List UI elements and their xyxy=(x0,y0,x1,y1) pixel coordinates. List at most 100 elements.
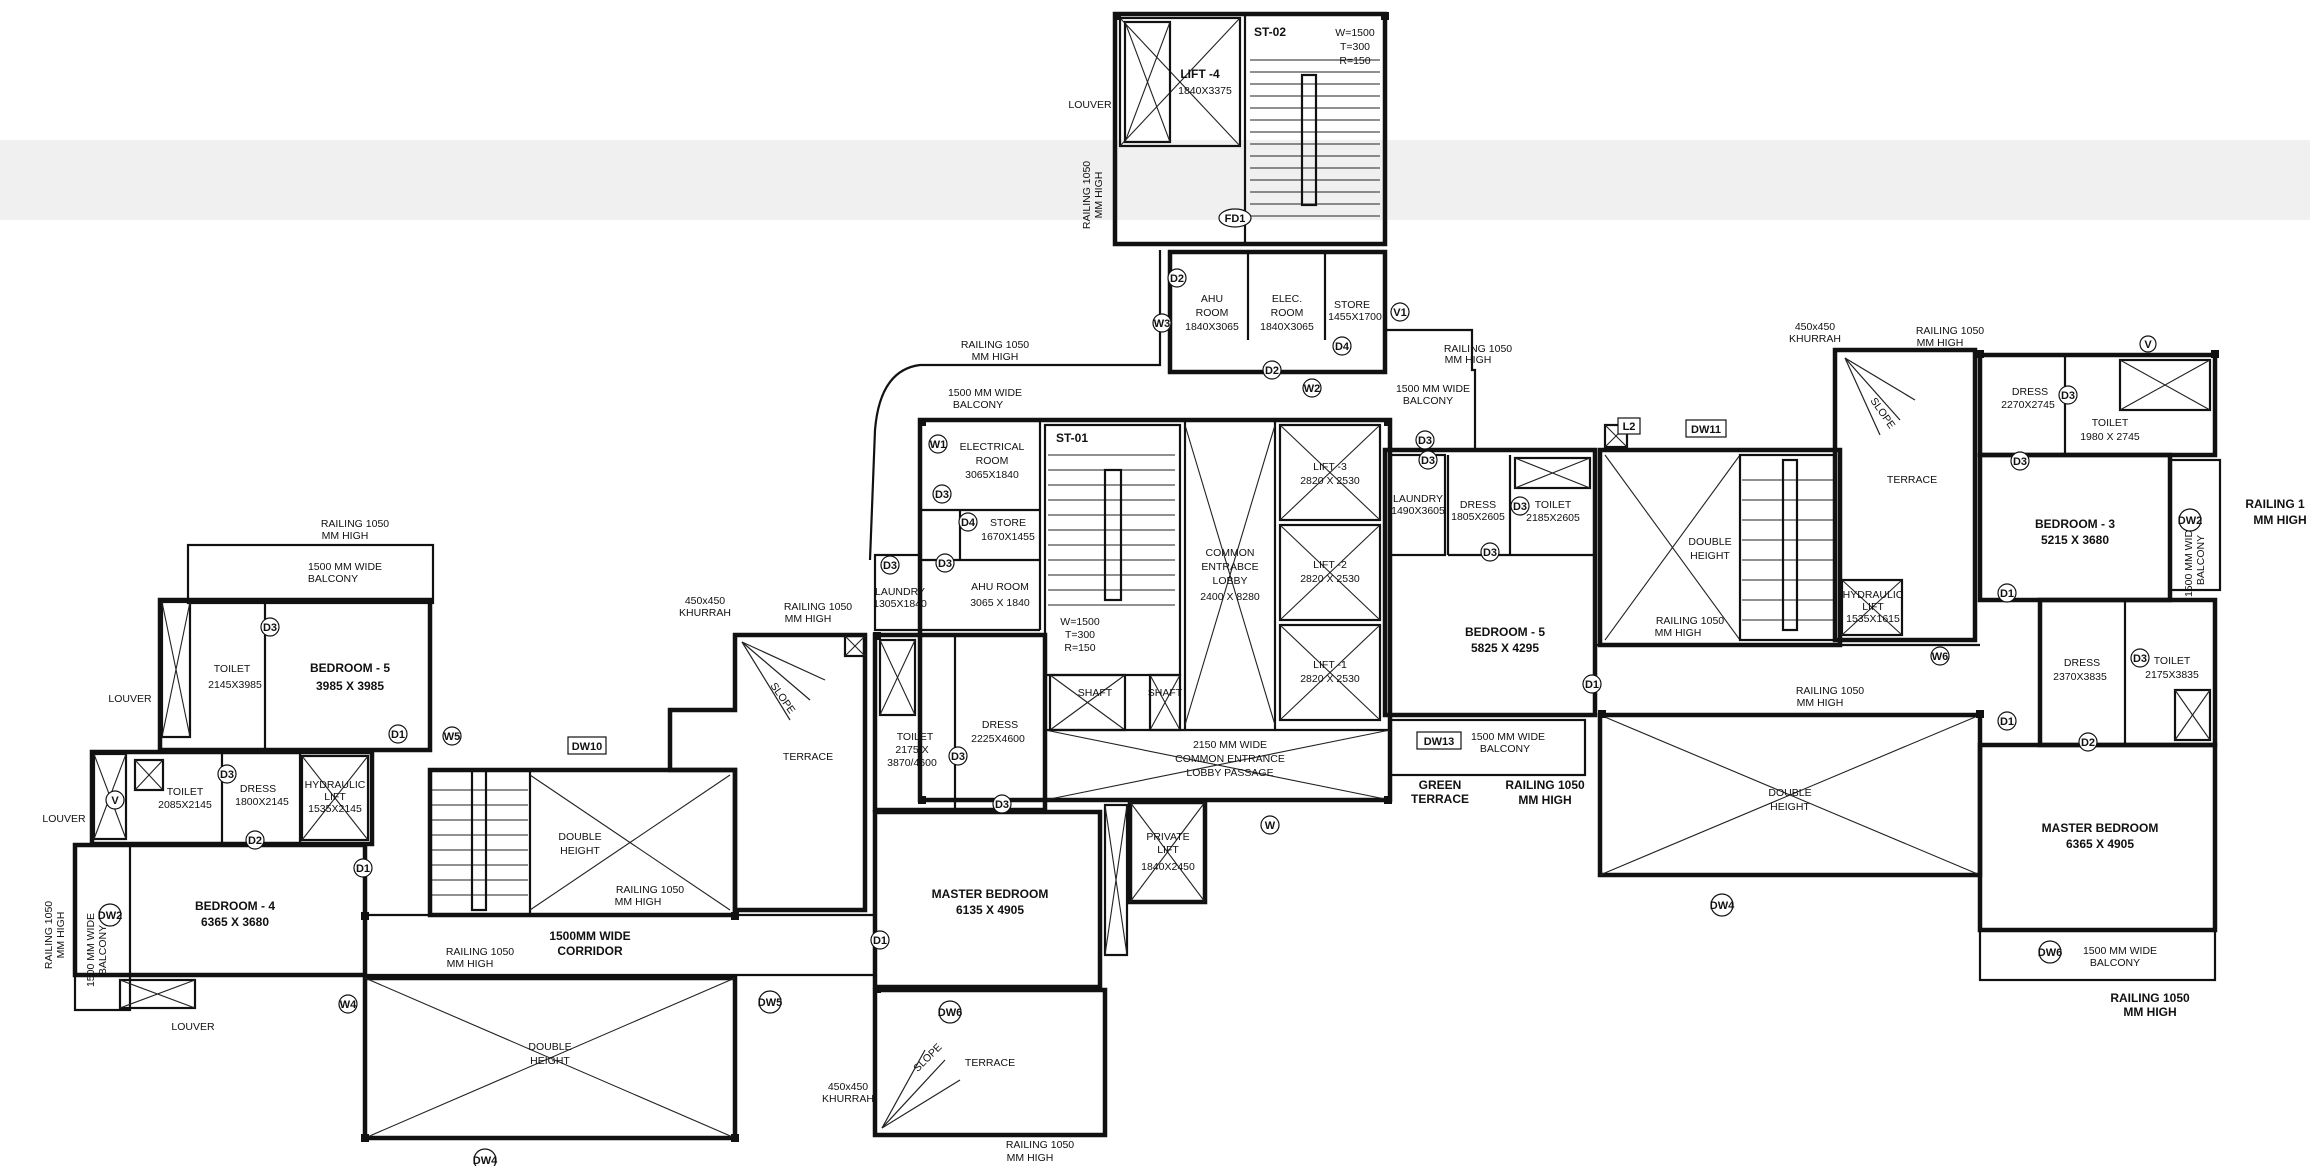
hydraulic-r-dim: 1535X1615 xyxy=(1846,613,1900,625)
d3-tag-4: D3 xyxy=(951,751,965,763)
d3-tag-2: D3 xyxy=(883,560,897,572)
railing-dh-r-2: MM HIGH xyxy=(1655,627,1702,639)
railing-r-top: RAILING 1050 xyxy=(1444,343,1512,355)
toilet-mb: TOILET xyxy=(897,731,934,743)
balcony-r-top: 1500 MM WIDE xyxy=(1396,383,1470,395)
d3-tag-9: D3 xyxy=(1513,501,1527,513)
terrace-l: TERRACE xyxy=(783,751,833,763)
v-tag-1: V xyxy=(111,795,119,807)
railing-corridor-2: MM HIGH xyxy=(447,958,494,970)
dw6-tag-2: DW6 xyxy=(2038,947,2062,959)
scan-haze xyxy=(0,140,2310,220)
slope-c-bottom: SLOPE xyxy=(911,1041,944,1074)
d3-tag-10: D3 xyxy=(1483,547,1497,559)
terrace-c-bottom: TERRACE xyxy=(965,1057,1015,1069)
balcony-l-vert-2: BALCONY xyxy=(97,925,109,975)
hydraulic-r-2: LIFT xyxy=(1862,601,1884,613)
ahu-room-top: AHU xyxy=(1201,293,1223,305)
toilet-mbr: TOILET xyxy=(2154,655,2191,667)
railing-r-edge: RAILING 1 xyxy=(2245,497,2305,511)
v-tag-2: V xyxy=(2144,339,2152,351)
railing-dh-2: MM HIGH xyxy=(615,896,662,908)
bedroom5-r-dim: 5825 X 4295 xyxy=(1471,641,1539,655)
d2-tag-3: D2 xyxy=(248,835,262,847)
double-height-r: DOUBLE xyxy=(1688,536,1731,548)
st02-w: W=1500 xyxy=(1335,27,1375,39)
laundry-left: LAUNDRY xyxy=(875,586,925,598)
double-height-right: DOUBLE HEIGHT RAILING 1050 MM HIGH xyxy=(1597,423,1843,648)
bedroom5-r: BEDROOM - 5 xyxy=(1465,625,1545,639)
d3-tag-1: D3 xyxy=(935,489,949,501)
master-bedroom-r: MASTER BEDROOM xyxy=(2042,821,2159,835)
dw4-tag-2: DW4 xyxy=(1710,900,1735,912)
louver-l3: LOUVER xyxy=(171,1021,215,1033)
door-window-tags: D2 W3 D2 W2 D4 V1 W1 D3 D4 D3 D3 D3 D3 W… xyxy=(98,268,2202,1166)
hydraulic-l: HYDRAULIC xyxy=(305,779,366,791)
right-wing: DRESS 2270X2745 TOILET 1980 X 2745 BEDRO… xyxy=(1977,352,2307,1019)
master-bedroom-r-dim: 6365 X 4905 xyxy=(2066,837,2134,851)
master-bedroom-c-dim: 6135 X 4905 xyxy=(956,903,1024,917)
railing-terrace: RAILING 1050 xyxy=(784,601,852,613)
d3-tag-12: D3 xyxy=(2061,390,2075,402)
lift3-dim: 2820 X 2530 xyxy=(1300,475,1360,487)
lobby-passage-2: COMMON ENTRANCE xyxy=(1175,753,1285,765)
shaft1-label: SHAFT xyxy=(1078,687,1113,699)
railing-r-top-2: MM HIGH xyxy=(1445,354,1492,366)
central-core: ELECTRICAL ROOM 3065X1840 STORE 1670X145… xyxy=(873,417,1393,803)
toilet-mb-dim: 2175 X xyxy=(895,744,928,756)
lift2-dim: 2820 X 2530 xyxy=(1300,573,1360,585)
toilet-l2-dim: 2085X2145 xyxy=(158,799,212,811)
fd1-tag: FD1 xyxy=(1225,213,1246,225)
khurrah-l-2: KHURRAH xyxy=(679,607,731,619)
dress-r3: DRESS xyxy=(2012,386,2048,398)
railing-dh-r: RAILING 1050 xyxy=(1656,615,1724,627)
store-mid: STORE xyxy=(990,517,1026,529)
common-lobby-dim: 2400 X 8280 xyxy=(1200,591,1260,603)
d1-tag-3: D1 xyxy=(391,729,405,741)
louver-l1: LOUVER xyxy=(108,693,152,705)
double-height-bottom: DOUBLE HEIGHT xyxy=(362,975,738,1141)
railing-vert-top-2: MM HIGH xyxy=(1093,172,1105,219)
dress-mb: DRESS xyxy=(982,719,1018,731)
double-height-l: DOUBLE xyxy=(558,831,601,843)
d1-tag-4: D1 xyxy=(1585,679,1599,691)
toilet-l-dim: 2145X3985 xyxy=(208,679,262,691)
d2-tag-4: D2 xyxy=(2081,737,2095,749)
lift2-label: LIFT -2 xyxy=(1313,559,1347,571)
d1-tag-2: D1 xyxy=(356,863,370,875)
railing-dh-r-4: MM HIGH xyxy=(1797,697,1844,709)
railing-vert-top: RAILING 1050 xyxy=(1081,161,1093,229)
lift1-dim: 2820 X 2530 xyxy=(1300,673,1360,685)
khurrah-c-bottom: 450x450 xyxy=(828,1081,868,1093)
bedroom5-right-block: RAILING 1050 MM HIGH 1500 MM WIDE BALCON… xyxy=(1382,328,1598,807)
d3-tag-6: D3 xyxy=(263,622,277,634)
lobby-passage-3: LOBBY PASSAGE xyxy=(1186,767,1273,779)
toilet-mbr-dim: 2175X3835 xyxy=(2145,669,2199,681)
d4-tag-2: D4 xyxy=(961,517,976,529)
toilet-mb-dim-2: 3870/4600 xyxy=(887,757,937,769)
st02-r: R=150 xyxy=(1339,55,1370,67)
balcony-r-top-2: BALCONY xyxy=(1403,395,1453,407)
toilet-l2: TOILET xyxy=(167,786,204,798)
lift1-label: LIFT -1 xyxy=(1313,659,1347,671)
balcony-r-bottom-2: BALCONY xyxy=(2090,957,2140,969)
toilet-r3: TOILET xyxy=(2092,417,2129,429)
d1-tag-6: D1 xyxy=(2000,716,2014,728)
left-terrace: TERRACE SLOPE 450x450 KHURRAH RAILING 10… xyxy=(667,595,868,913)
dress-mb-dim: 2225X4600 xyxy=(971,733,1025,745)
d3-tag-5: D3 xyxy=(995,799,1009,811)
w-tag: W xyxy=(1265,820,1276,832)
corridor-label: 1500MM WIDE xyxy=(549,929,630,943)
d1-tag-1: D1 xyxy=(873,935,887,947)
railing-dh-r-3: RAILING 1050 xyxy=(1796,685,1864,697)
railing-dh: RAILING 1050 xyxy=(616,884,684,896)
railing-bottom-c-2: MM HIGH xyxy=(1007,1152,1054,1164)
railing-r-bottom-2: MM HIGH xyxy=(2123,1005,2176,1019)
w6-tag: W6 xyxy=(1932,651,1949,663)
terrace-r: TERRACE xyxy=(1887,474,1937,486)
double-height-r-2: HEIGHT xyxy=(1690,550,1730,562)
elec-room-top-dim: 1840X3065 xyxy=(1260,321,1314,333)
dress-l-dim: 1800X2145 xyxy=(235,796,289,808)
railing-r-edge-2: MM HIGH xyxy=(2253,513,2306,527)
